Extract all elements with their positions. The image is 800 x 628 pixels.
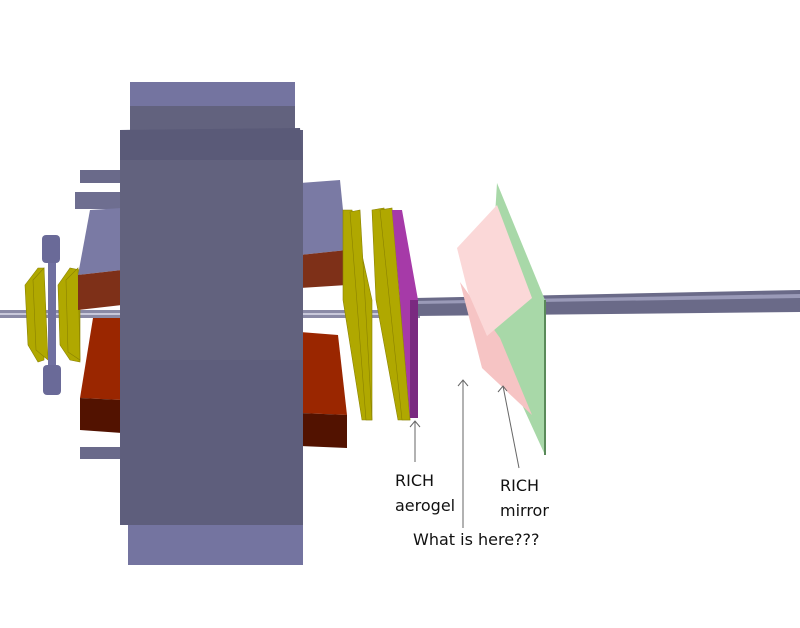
- support-bar: [80, 170, 122, 183]
- endcap-upper-left: [78, 208, 122, 275]
- question-label: What is here???: [413, 530, 540, 549]
- support-post: [42, 235, 61, 395]
- annotation-arrows: [409, 379, 520, 528]
- aerogel-label: RICH aerogel: [395, 468, 455, 518]
- endcap-upper-right: [300, 180, 347, 255]
- solenoid-magnet: [120, 82, 303, 565]
- calorimeter-lower-left-side: [80, 398, 122, 433]
- forward-tracker-disks: [24, 267, 81, 363]
- calorimeter-upper-right: [300, 250, 347, 288]
- mirror-label: RICH mirror: [500, 473, 549, 523]
- calorimeter-upper-left: [78, 270, 122, 310]
- barrel-tracker-disks: [342, 207, 411, 421]
- mirror-label-line1: RICH: [500, 476, 540, 495]
- calorimeter-lower-left: [80, 318, 122, 400]
- support-bar: [80, 447, 122, 459]
- calorimeter-lower-right-side: [300, 413, 347, 448]
- support-bar: [75, 192, 122, 209]
- rich-aerogel-edge: [410, 300, 418, 418]
- aerogel-label-line1: RICH: [395, 471, 435, 490]
- aerogel-label-line2: aerogel: [395, 496, 456, 515]
- calorimeter-lower-right: [300, 332, 347, 415]
- mirror-label-line2: mirror: [500, 501, 549, 520]
- rich-mirror: [457, 183, 546, 455]
